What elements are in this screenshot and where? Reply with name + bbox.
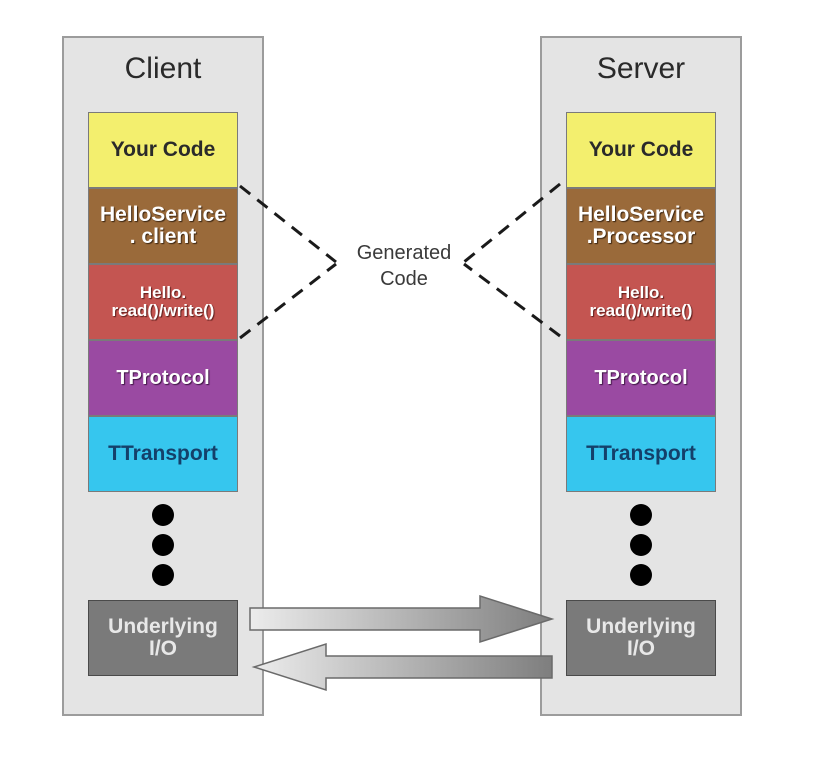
client-title: Client <box>124 52 202 85</box>
server-ellipsis-dot <box>630 534 652 556</box>
server-ellipsis-dot <box>630 564 652 586</box>
server-service-layer: HelloService .Processor <box>566 188 716 264</box>
client-hello-layer: Hello. read()/write() <box>88 264 238 340</box>
client-ellipsis-dot <box>152 564 174 586</box>
client-panel: Client Your Code HelloService . client H… <box>62 36 264 716</box>
server-title: Server <box>596 52 686 85</box>
client-your-code-layer: Your Code <box>88 112 238 188</box>
client-ellipsis-dot <box>152 534 174 556</box>
outgoing-arrow <box>249 594 555 644</box>
server-hello-layer: Hello. read()/write() <box>566 264 716 340</box>
client-service-layer: HelloService . client <box>88 188 238 264</box>
server-panel: Server Your Code HelloService .Processor… <box>540 36 742 716</box>
server-ellipsis-dot <box>630 504 652 526</box>
client-underlying-io-layer: Underlying I/O <box>88 600 238 676</box>
client-protocol-layer: TProtocol <box>88 340 238 416</box>
server-generated-connector-upper <box>463 182 561 264</box>
client-transport-layer: TTransport <box>88 416 238 492</box>
generated-code-label: Generated Code <box>356 242 452 290</box>
server-generated-connector-lower <box>463 262 561 338</box>
server-underlying-io-layer: Underlying I/O <box>566 600 716 676</box>
client-generated-connector-lower <box>239 262 337 340</box>
client-ellipsis-dot <box>152 504 174 526</box>
server-protocol-layer: TProtocol <box>566 340 716 416</box>
server-your-code-layer: Your Code <box>566 112 716 188</box>
server-transport-layer: TTransport <box>566 416 716 492</box>
client-generated-connector-upper <box>239 184 337 264</box>
incoming-arrow <box>251 642 553 692</box>
